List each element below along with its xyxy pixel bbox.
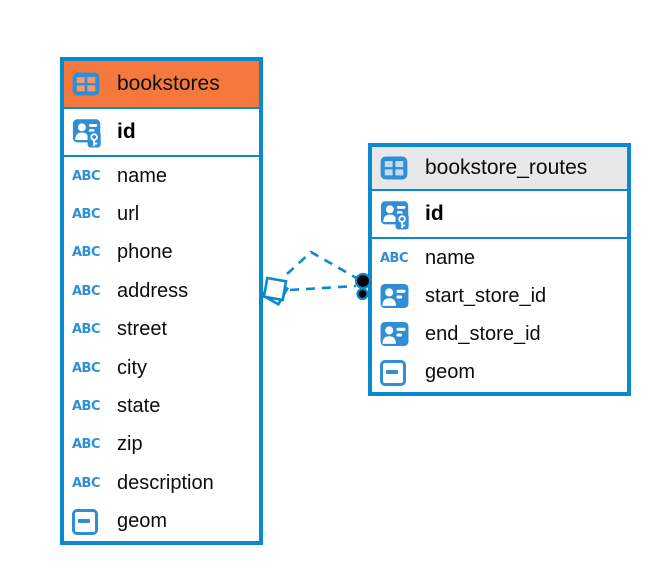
text-type-icon: ABC [72,168,101,184]
text-type-icon: ABC [72,283,101,299]
column-name: id [425,202,444,225]
table-title: bookstores [117,72,220,95]
text-type-icon: ABC [72,437,101,453]
column-name: geom [425,361,476,384]
column-name: id [117,120,136,143]
column-name: name [117,164,168,187]
divider [372,189,627,191]
column-row[interactable]: ABC phone [64,234,259,272]
table-icon [380,156,416,180]
column-row[interactable]: ABC name [372,239,627,277]
column-name: name [425,246,476,269]
column-row[interactable]: start_store_id [372,277,627,315]
person-reference-icon [380,321,416,347]
column-row[interactable]: ABC url [64,195,259,233]
column-name: phone [117,241,173,264]
table-header-bookstores[interactable]: bookstores [64,61,259,107]
table-bookstore-routes[interactable]: bookstore_routes id [368,143,631,396]
column-list: ABC name ABC url ABC phone ABC address A… [64,157,259,541]
column-row[interactable]: ABC description [64,464,259,502]
column-name: state [117,395,161,418]
person-key-icon [380,198,416,230]
table-title: bookstore_routes [425,156,588,179]
table-bookstores[interactable]: bookstores id AB [60,57,263,545]
relationship-line-upper [286,250,359,281]
column-name: zip [117,433,143,456]
column-row[interactable]: ABC address [64,272,259,310]
table-icon [72,72,108,96]
person-reference-icon [380,283,416,309]
relationship-diamond-back [260,277,290,307]
column-list: ABC name start_store_id [372,239,627,392]
person-key-icon [72,116,108,148]
text-type-icon: ABC [72,475,101,491]
relationship-link[interactable] [260,250,372,307]
text-type-icon: ABC [72,245,101,261]
divider [64,155,259,157]
column-name: description [117,471,214,494]
column-row[interactable]: end_store_id [372,315,627,353]
divider [64,107,259,109]
text-type-icon: ABC [72,207,101,223]
text-type-icon: ABC [72,360,101,376]
column-row[interactable]: ABC state [64,387,259,425]
divider [372,237,627,239]
geometry-type-icon [380,359,406,386]
column-name: start_store_id [425,284,547,307]
column-name: end_store_id [425,322,541,345]
column-row[interactable]: ABC city [64,349,259,387]
column-row[interactable]: ABC street [64,311,259,349]
column-name: geom [117,510,168,533]
relationship-endpoint-dot-bottom [356,287,369,301]
column-row[interactable]: geom [372,354,627,392]
column-row[interactable]: ABC zip [64,426,259,464]
text-type-icon: ABC [380,250,409,266]
column-row-id[interactable]: id [372,191,627,237]
text-type-icon: ABC [72,322,101,338]
column-row[interactable]: geom [64,503,259,541]
column-name: url [117,203,140,226]
column-name: address [117,279,189,302]
geometry-type-icon [72,508,98,535]
relationship-diamond-front [262,276,288,302]
column-row[interactable]: ABC name [64,157,259,195]
column-row-id[interactable]: id [64,109,259,155]
column-name: street [117,318,168,341]
table-header-bookstore-routes[interactable]: bookstore_routes [372,147,627,189]
relationship-line-lower [289,284,357,292]
text-type-icon: ABC [72,399,101,415]
column-name: city [117,356,147,379]
